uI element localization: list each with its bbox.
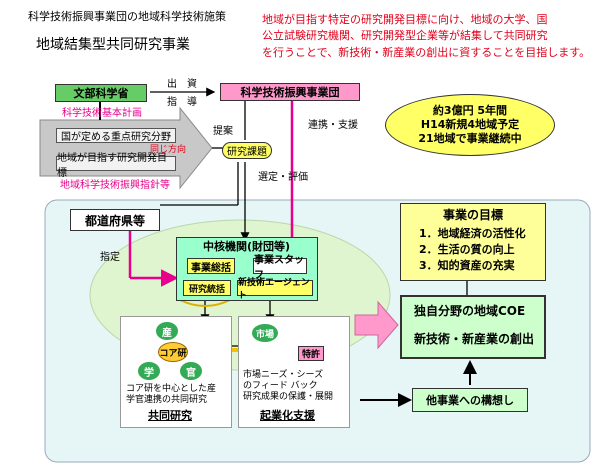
goals-box: 事業の目標 1．地域経済の活性化 2．生活の質の向上 3．知的資産の充実 bbox=[400, 203, 546, 281]
patent-box: 特許 bbox=[298, 346, 324, 361]
arrow-top-label: 出 資 bbox=[167, 79, 197, 90]
project-general-box: 事業総括 bbox=[187, 258, 235, 274]
joint-research-label: 共同研究 bbox=[148, 409, 192, 422]
market-caption-line-2: のフィード バック bbox=[243, 381, 318, 391]
description-line-3: を行うことで、新技術・新産業の創出に資することを目指します。 bbox=[262, 46, 591, 59]
joint-caption-line-2: 学官連携の共同研究 bbox=[126, 395, 208, 405]
sangaku-left-node: 学 bbox=[138, 362, 160, 380]
joint-caption-line-1: コア研を中心とした産 bbox=[126, 384, 217, 394]
same-direction-label: 同じ方向 bbox=[150, 145, 187, 155]
research-theme-box: 研究課題 bbox=[222, 142, 272, 159]
coe-line-2: 新技術・新産業の創出 bbox=[414, 332, 535, 346]
sangaku-right-node: 官 bbox=[180, 362, 202, 380]
coe-line-1: 独自分野の地域COE bbox=[414, 304, 526, 318]
proposal-label: 提案 bbox=[213, 126, 233, 137]
budget-line-2: H14新規4地域予定 bbox=[420, 117, 520, 131]
core-org-box: 中核機関(財団等) 事業総括 事業スタッフ 研究統括 新技術エージェント bbox=[176, 237, 318, 301]
spread-box: 他事業への構想し bbox=[412, 388, 528, 412]
regional-goal-box: 地域が目指す研究開発目標 bbox=[56, 153, 176, 179]
goal-item-2: 2．生活の質の向上 bbox=[419, 243, 515, 256]
ministry-box: 文部科学省 bbox=[55, 84, 147, 102]
selection-label: 選定・評価 bbox=[258, 172, 308, 183]
new-tech-agent-box: 新技術エージェント bbox=[237, 278, 313, 301]
commercial-support-label: 起業化支援 bbox=[260, 409, 315, 422]
description-line-2: 公立試験研究機関、研究開発型企業等が結集して共同研究 bbox=[262, 29, 548, 42]
budget-oval: 約3億円 5年間 H14新規4地域予定 21地域で事業継続中 bbox=[385, 94, 555, 156]
budget-line-1: 約3億円 5年間 bbox=[432, 103, 508, 117]
market-caption-line-3: 研究成果の保護・展開 bbox=[243, 392, 334, 402]
research-general-box: 研究統括 bbox=[183, 280, 231, 296]
jst-box: 科学技術振興事業団 bbox=[220, 83, 360, 101]
market-node: 市場 bbox=[252, 324, 278, 342]
goals-title: 事業の目標 bbox=[443, 208, 504, 222]
market-caption-line-1: 市場ニーズ・シーズ bbox=[243, 370, 324, 380]
core-lab-node: コア研 bbox=[158, 342, 188, 362]
description-line-1: 地域が目指す特定の研究開発目標に向け、地域の大学、国 bbox=[262, 13, 548, 26]
subtitle: 科学技術振興事業団の地域科学技術施策 bbox=[28, 10, 226, 23]
arrow-bottom-label: 指 導 bbox=[167, 97, 197, 108]
coe-box: 独自分野の地域COE 新技術・新産業の創出 bbox=[400, 295, 546, 359]
core-org-title: 中核機関(財団等) bbox=[203, 240, 291, 253]
budget-line-3: 21地域で事業継続中 bbox=[418, 132, 522, 146]
goal-item-1: 1．地域経済の活性化 bbox=[419, 227, 526, 240]
goal-item-3: 3．知的資産の充実 bbox=[419, 259, 515, 272]
sangaku-top-node: 産 bbox=[156, 322, 178, 340]
national-priority-box: 国が定める重点研究分野 bbox=[56, 128, 176, 143]
plan-label: 科学技術基本計画 bbox=[62, 108, 142, 119]
designation-label: 指定 bbox=[100, 252, 120, 263]
prefecture-box: 都道府県等 bbox=[70, 209, 160, 231]
project-staff-box: 事業スタッフ bbox=[253, 255, 307, 281]
page-title: 地域結集型共同研究事業 bbox=[36, 37, 190, 53]
cooperation-label: 連携・支援 bbox=[308, 120, 358, 131]
promotion-guide-label: 地域科学技術振興指針等 bbox=[60, 180, 170, 191]
